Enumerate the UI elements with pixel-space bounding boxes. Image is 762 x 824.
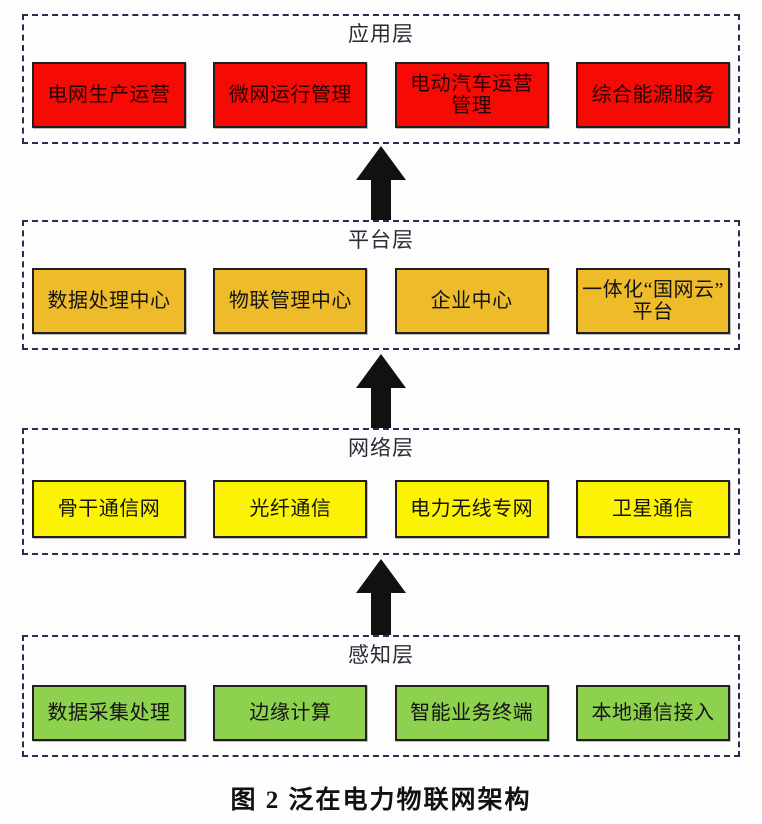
node-perception-local-comm-access[interactable]: 本地通信接入	[575, 685, 730, 741]
layer-application-node-row: 电网生产运营 微网运行管理 电动汽车运营管理 综合能源服务	[32, 62, 730, 128]
node-platform-enterprise-center[interactable]: 企业中心	[394, 268, 549, 334]
arrow-perception-to-network	[354, 557, 408, 635]
layer-platform-node-row: 数据处理中心 物联管理中心 企业中心 一体化“国网云”平台	[32, 268, 730, 334]
layer-perception-node-row: 数据采集处理 边缘计算 智能业务终端 本地通信接入	[32, 685, 730, 741]
layer-application-title: 应用层	[348, 22, 414, 46]
figure-caption: 图 2 泛在电力物联网架构	[230, 787, 532, 814]
layer-platform-title: 平台层	[348, 228, 414, 252]
node-perception-data-acquisition[interactable]: 数据采集处理	[32, 685, 186, 741]
node-platform-data-processing-center[interactable]: 数据处理中心	[32, 268, 186, 334]
node-network-satellite-communication[interactable]: 卫星通信	[575, 480, 730, 538]
node-perception-edge-computing[interactable]: 边缘计算	[213, 685, 368, 741]
arrow-network-to-platform	[354, 352, 408, 428]
node-app-integrated-energy-service[interactable]: 综合能源服务	[575, 62, 730, 128]
node-app-microgrid-operation[interactable]: 微网运行管理	[213, 62, 368, 128]
node-app-power-grid-production[interactable]: 电网生产运营	[32, 62, 186, 128]
layer-perception-title: 感知层	[348, 643, 414, 667]
node-perception-smart-business-terminal[interactable]: 智能业务终端	[394, 685, 549, 741]
node-platform-iot-management-center[interactable]: 物联管理中心	[213, 268, 368, 334]
arrow-platform-to-application	[354, 144, 408, 222]
node-network-optical-fiber[interactable]: 光纤通信	[213, 480, 368, 538]
layer-application: 应用层 电网生产运营 微网运行管理 电动汽车运营管理 综合能源服务	[22, 14, 740, 144]
layer-perception: 感知层 数据采集处理 边缘计算 智能业务终端 本地通信接入	[22, 635, 740, 757]
layer-network-title: 网络层	[348, 436, 414, 460]
layer-network-node-row: 骨干通信网 光纤通信 电力无线专网 卫星通信	[32, 480, 730, 538]
node-network-power-wireless-private[interactable]: 电力无线专网	[394, 480, 549, 538]
node-app-ev-operation-management[interactable]: 电动汽车运营管理	[394, 62, 549, 128]
node-platform-sgcc-cloud[interactable]: 一体化“国网云”平台	[575, 268, 730, 334]
layer-platform: 平台层 数据处理中心 物联管理中心 企业中心 一体化“国网云”平台	[22, 220, 740, 350]
node-network-backbone-communication[interactable]: 骨干通信网	[32, 480, 186, 538]
layer-network: 网络层 骨干通信网 光纤通信 电力无线专网 卫星通信	[22, 428, 740, 555]
